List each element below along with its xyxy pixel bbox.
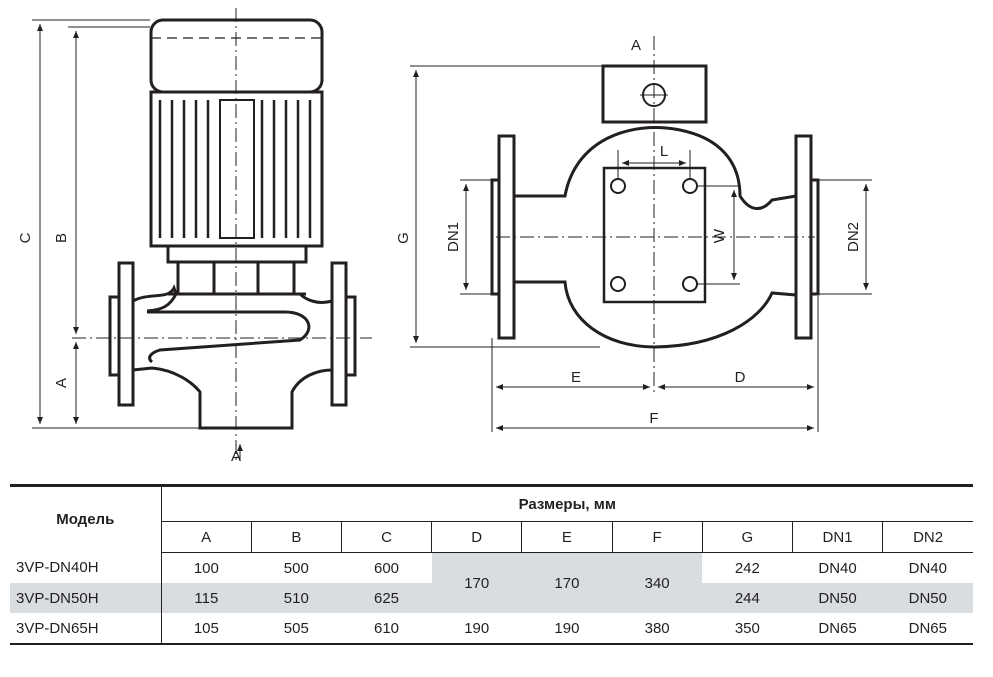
- cell-g: 244: [702, 583, 793, 613]
- table-row: 3VP-DN50H 115 510 625 244 DN50 DN50: [10, 583, 973, 613]
- section-label-a: A: [231, 448, 241, 465]
- col-header-dn1: DN1: [791, 521, 883, 553]
- table-row: 3VP-DN40H 100 500 600 170 170 340 242 DN…: [10, 552, 973, 613]
- motor-bracket: [166, 244, 308, 264]
- side-dimensions: [32, 19, 243, 460]
- left-flange: [117, 261, 135, 407]
- col-header-g: G: [701, 521, 793, 553]
- dim-label-c: C: [17, 232, 34, 243]
- section-label-a-top: A: [631, 37, 641, 54]
- model-header: Модель: [10, 484, 162, 553]
- cell-dn1: DN50: [792, 583, 883, 613]
- cell-c: 600: [374, 559, 400, 577]
- dim-label-a-side: A: [53, 378, 70, 388]
- cell-c: 625: [341, 583, 432, 613]
- dim-label-d: D: [735, 369, 746, 386]
- pump-dimension-drawing: C B A A: [17, 8, 872, 465]
- side-view: [72, 8, 372, 462]
- dim-label-w: W: [711, 228, 728, 243]
- model-cell: 3VP-DN65H: [10, 613, 162, 645]
- dim-label-dn1: DN1: [445, 222, 462, 252]
- cell-a: 100: [193, 559, 219, 577]
- dim-label-b: B: [53, 233, 70, 243]
- cell-a: 115: [161, 583, 252, 613]
- pump-casing: [132, 284, 333, 430]
- cell-e: 190: [521, 613, 613, 645]
- cell-a: 105: [161, 613, 252, 645]
- cell-f-merged: 340: [612, 552, 703, 613]
- col-header-f: F: [611, 521, 703, 553]
- col-header-dn2: DN2: [882, 521, 973, 553]
- cell-f: 380: [612, 613, 703, 645]
- volute: [514, 126, 798, 349]
- cell-b: 500: [283, 559, 309, 577]
- cell-d: 190: [431, 613, 522, 645]
- top-view: [490, 36, 820, 392]
- cell-c: 610: [341, 613, 432, 645]
- col-header-c: C: [340, 521, 432, 553]
- dimensions-table: Модель Размеры, мм A B C D E F G DN1 DN2…: [10, 484, 973, 645]
- model-cell: 3VP-DN50H: [10, 583, 162, 613]
- cell-dn1: DN40: [818, 559, 857, 577]
- col-header-e: E: [521, 521, 613, 553]
- col-header-b: B: [250, 521, 342, 553]
- cell-dn2: DN50: [882, 583, 973, 613]
- model-cell: 3VP-DN40H: [10, 552, 162, 583]
- col-header-a: A: [161, 521, 252, 553]
- right-flange: [330, 261, 348, 407]
- col-header-d: D: [431, 521, 522, 553]
- dim-label-g: G: [395, 232, 412, 244]
- cell-dn1: DN65: [792, 613, 883, 645]
- cell-e-merged: 170: [521, 552, 613, 613]
- cell-g: 350: [702, 613, 793, 645]
- dim-label-dn2: DN2: [845, 222, 862, 252]
- motor-fins: [158, 99, 312, 239]
- cell-g: 242: [734, 559, 760, 577]
- dim-label-f: F: [649, 410, 658, 427]
- cell-dn2: DN65: [882, 613, 973, 645]
- cell-b: 510: [251, 583, 342, 613]
- table-row: 3VP-DN65H 105 505 610 190 190 380 350 DN…: [10, 613, 973, 645]
- dim-label-e: E: [571, 369, 581, 386]
- dim-label-l: L: [660, 143, 668, 160]
- dimensions-group-header: Размеры, мм: [161, 484, 973, 522]
- cell-dn2: DN40: [908, 559, 947, 577]
- cell-b: 505: [251, 613, 342, 645]
- cell-d-merged: 170: [431, 552, 522, 613]
- top-dimensions: [410, 65, 872, 432]
